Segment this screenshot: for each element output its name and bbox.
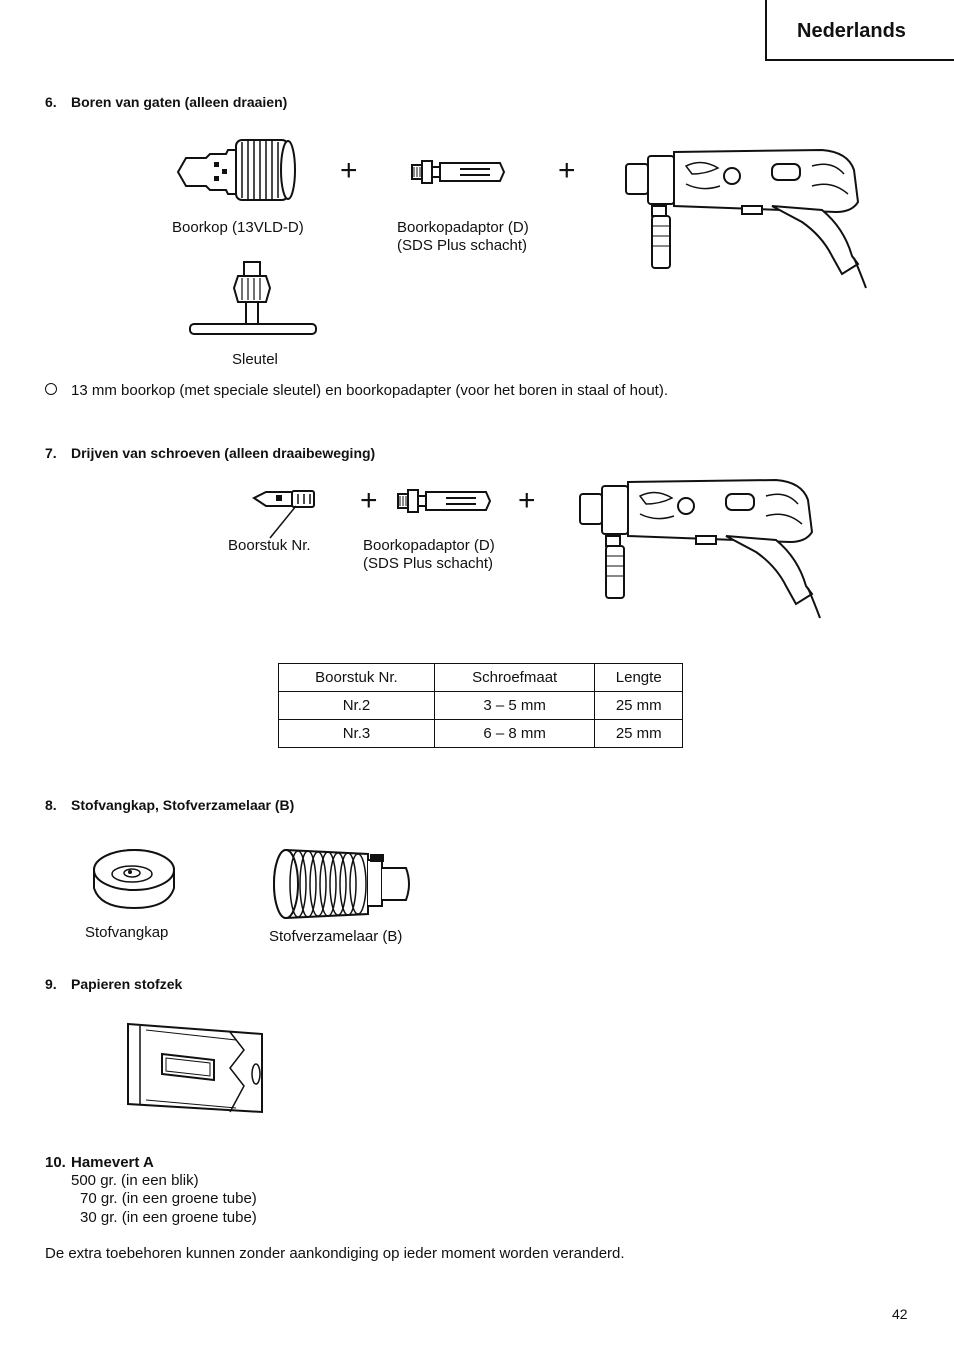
section-6-title-text: Boren van gaten (alleen draaien): [71, 94, 288, 110]
section-7-title-text: Drijven van schroeven (alleen draaibeweg…: [71, 445, 376, 461]
table-header-cell: Boorstuk Nr.: [278, 663, 435, 692]
caption-dust-collector: Stofverzamelaar (B): [269, 928, 403, 945]
section-10-title: 10. Hamevert A: [45, 1154, 154, 1171]
section-10-number: 10.: [45, 1154, 66, 1171]
section-8-number: 8.: [45, 797, 57, 813]
grease-line: 70 gr. (in een groene tube): [80, 1190, 257, 1207]
chuck-adapter-illustration: [397, 489, 492, 513]
dust-cup-illustration: [93, 849, 175, 910]
rotary-hammer-illustration: [625, 148, 867, 289]
section-6-title: 6. Boren van gaten (alleen draaien): [45, 94, 287, 110]
plus-sign: +: [340, 154, 358, 187]
screwdriver-bit-illustration: [252, 490, 315, 539]
caption-adapter-line1: Boorkopadaptor (D): [363, 537, 495, 554]
section-9-title-text: Papieren stofzek: [71, 976, 183, 992]
table-row: Nr.2 3 – 5 mm 25 mm: [278, 691, 683, 720]
footer-note: De extra toebehoren kunnen zonder aankon…: [45, 1245, 625, 1262]
table-cell: Nr.2: [278, 691, 435, 720]
language-tab-frame: [765, 0, 954, 61]
caption-bit: Boorstuk Nr.: [228, 537, 311, 554]
dust-collector-illustration: [273, 849, 410, 919]
bullet-circle-icon: [45, 383, 57, 395]
table-cell: 25 mm: [594, 691, 683, 720]
plus-sign: +: [558, 154, 576, 187]
bit-size-table: Boorstuk Nr. Schroefmaat Lengte Nr.2 3 –…: [278, 663, 683, 748]
section-8-title: 8. Stofvangkap, Stofverzamelaar (B): [45, 797, 294, 813]
rotary-hammer-illustration: [579, 478, 821, 619]
chuck-key-illustration: [189, 261, 317, 335]
page-number: 42: [892, 1306, 908, 1322]
caption-adapter-line1: Boorkopadaptor (D): [397, 219, 529, 236]
plus-sign: +: [518, 484, 536, 517]
section-9-title: 9. Papieren stofzek: [45, 976, 182, 992]
caption-adapter-line2: (SDS Plus schacht): [397, 237, 528, 254]
table-header-cell: Schroefmaat: [433, 663, 596, 692]
table-header-row: Boorstuk Nr. Schroefmaat Lengte: [278, 663, 683, 692]
table-cell: 25 mm: [594, 719, 683, 748]
section-7-title: 7. Drijven van schroeven (alleen draaibew…: [45, 445, 375, 461]
caption-chuck: Boorkop (13VLD-D): [172, 219, 304, 236]
section-9-number: 9.: [45, 976, 57, 992]
caption-adapter-line2: (SDS Plus schacht): [363, 555, 494, 572]
table-cell: 3 – 5 mm: [433, 691, 596, 720]
table-cell: 6 – 8 mm: [433, 719, 596, 748]
section-7-number: 7.: [45, 445, 57, 461]
table-cell: Nr.3: [278, 719, 435, 748]
table-header-cell: Lengte: [594, 663, 683, 692]
caption-dust-cup: Stofvangkap: [85, 924, 169, 941]
drill-chuck-illustration: [176, 139, 296, 201]
section-6-number: 6.: [45, 94, 57, 110]
language-label: Nederlands: [797, 20, 906, 42]
chuck-adapter-illustration: [411, 160, 506, 184]
table-row: Nr.3 6 – 8 mm 25 mm: [278, 719, 683, 748]
caption-key: Sleutel: [232, 351, 278, 368]
paper-dust-bag-illustration: [127, 1022, 263, 1114]
grease-line: 30 gr. (in een groene tube): [80, 1209, 257, 1226]
plus-sign: +: [360, 484, 378, 517]
grease-line: 500 gr. (in een blik): [71, 1172, 199, 1189]
section-6-note: 13 mm boorkop (met speciale sleutel) en …: [45, 382, 668, 399]
section-6-note-text: 13 mm boorkop (met speciale sleutel) en …: [71, 382, 668, 399]
section-10-title-text: Hamevert A: [71, 1154, 154, 1171]
section-8-title-text: Stofvangkap, Stofverzamelaar (B): [71, 797, 295, 813]
